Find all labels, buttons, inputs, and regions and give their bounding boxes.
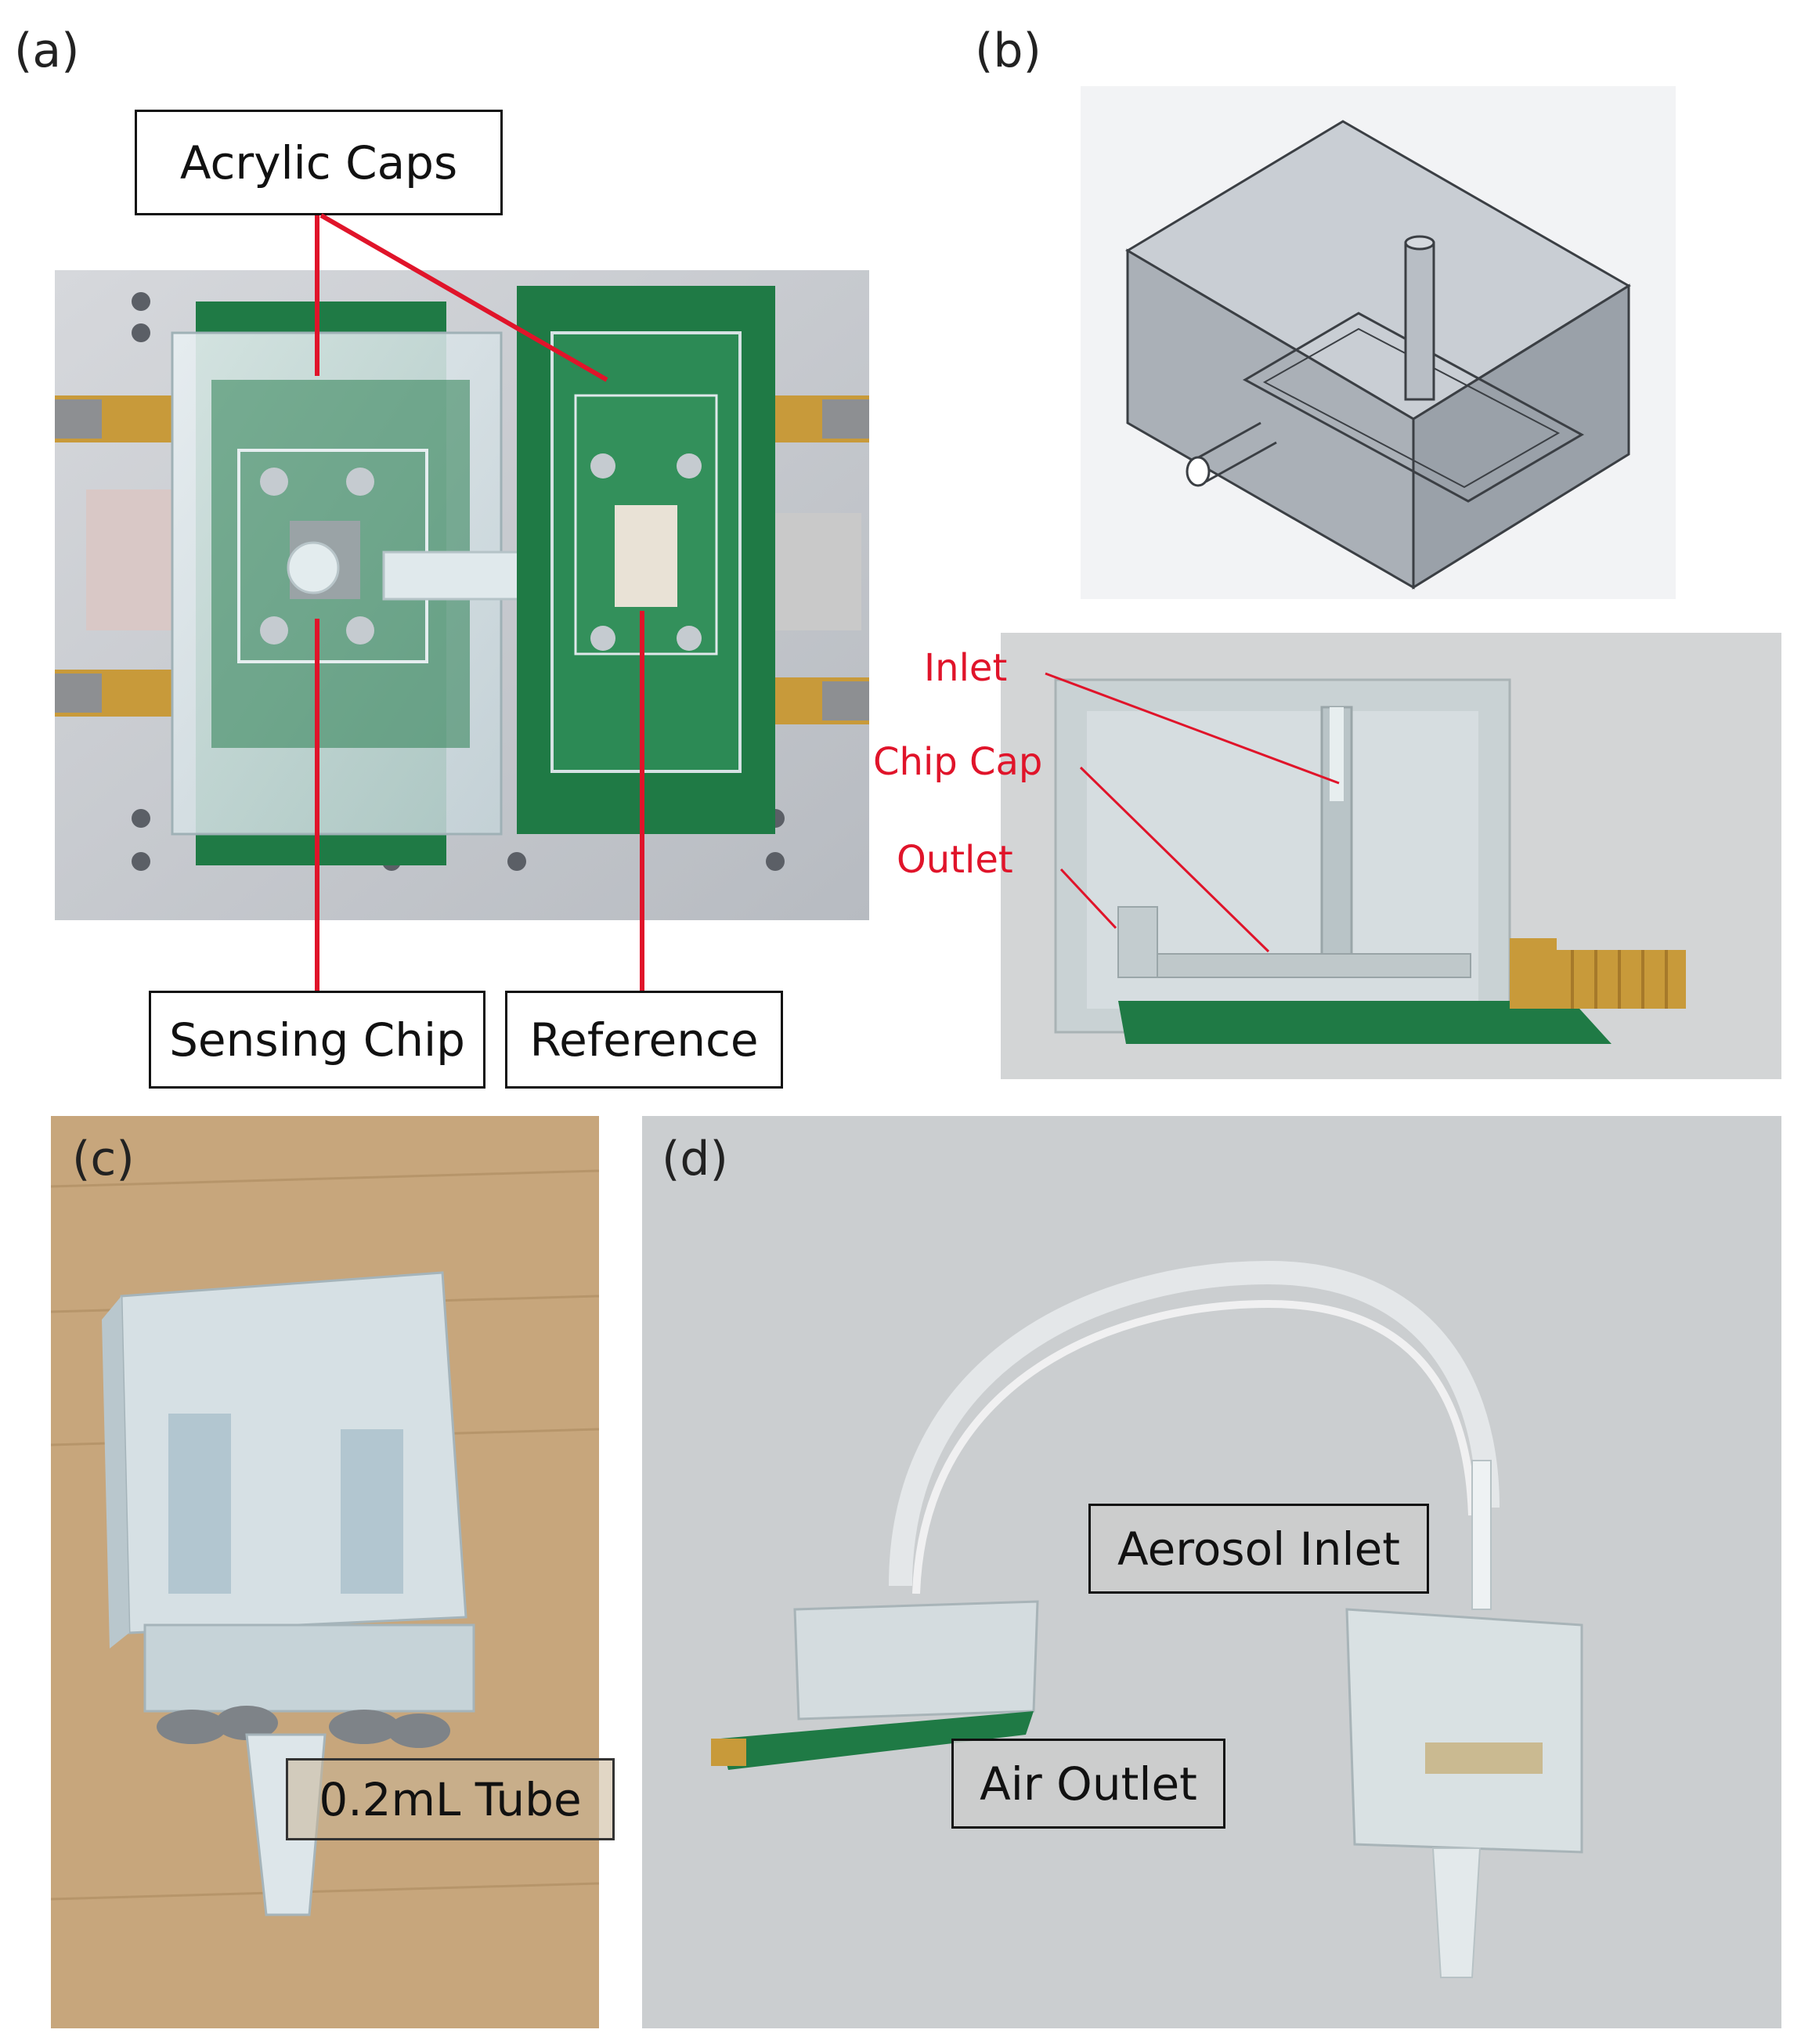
tube-chamber-illustration (51, 1116, 599, 2028)
photo-chamber-side (1001, 633, 1781, 1079)
panel-label-a: (a) (14, 23, 80, 78)
sensor-board-illustration (55, 270, 869, 920)
label-inlet: Inlet (924, 646, 1008, 690)
panel-label-b: (b) (975, 23, 1041, 78)
photo-tube-chamber (51, 1116, 599, 2028)
callout-tube: 0.2mL Tube (286, 1758, 615, 1840)
callout-sensing-chip: Sensing Chip (149, 991, 485, 1089)
photo-sensor-board (55, 270, 869, 920)
panel-label-c: (c) (72, 1132, 135, 1186)
label-chip-cap: Chip Cap (873, 740, 1043, 784)
chamber-side-illustration (1001, 633, 1781, 1079)
cad-wireframe-illustration (1081, 86, 1676, 599)
callout-aerosol-inlet: Aerosol Inlet (1088, 1504, 1429, 1594)
callout-reference: Reference (505, 991, 783, 1089)
label-outlet: Outlet (897, 838, 1013, 882)
panel-label-d: (d) (662, 1132, 728, 1186)
cad-model-chamber (1081, 86, 1676, 599)
callout-air-outlet: Air Outlet (951, 1739, 1225, 1829)
callout-acrylic-caps: Acrylic Caps (135, 110, 503, 215)
